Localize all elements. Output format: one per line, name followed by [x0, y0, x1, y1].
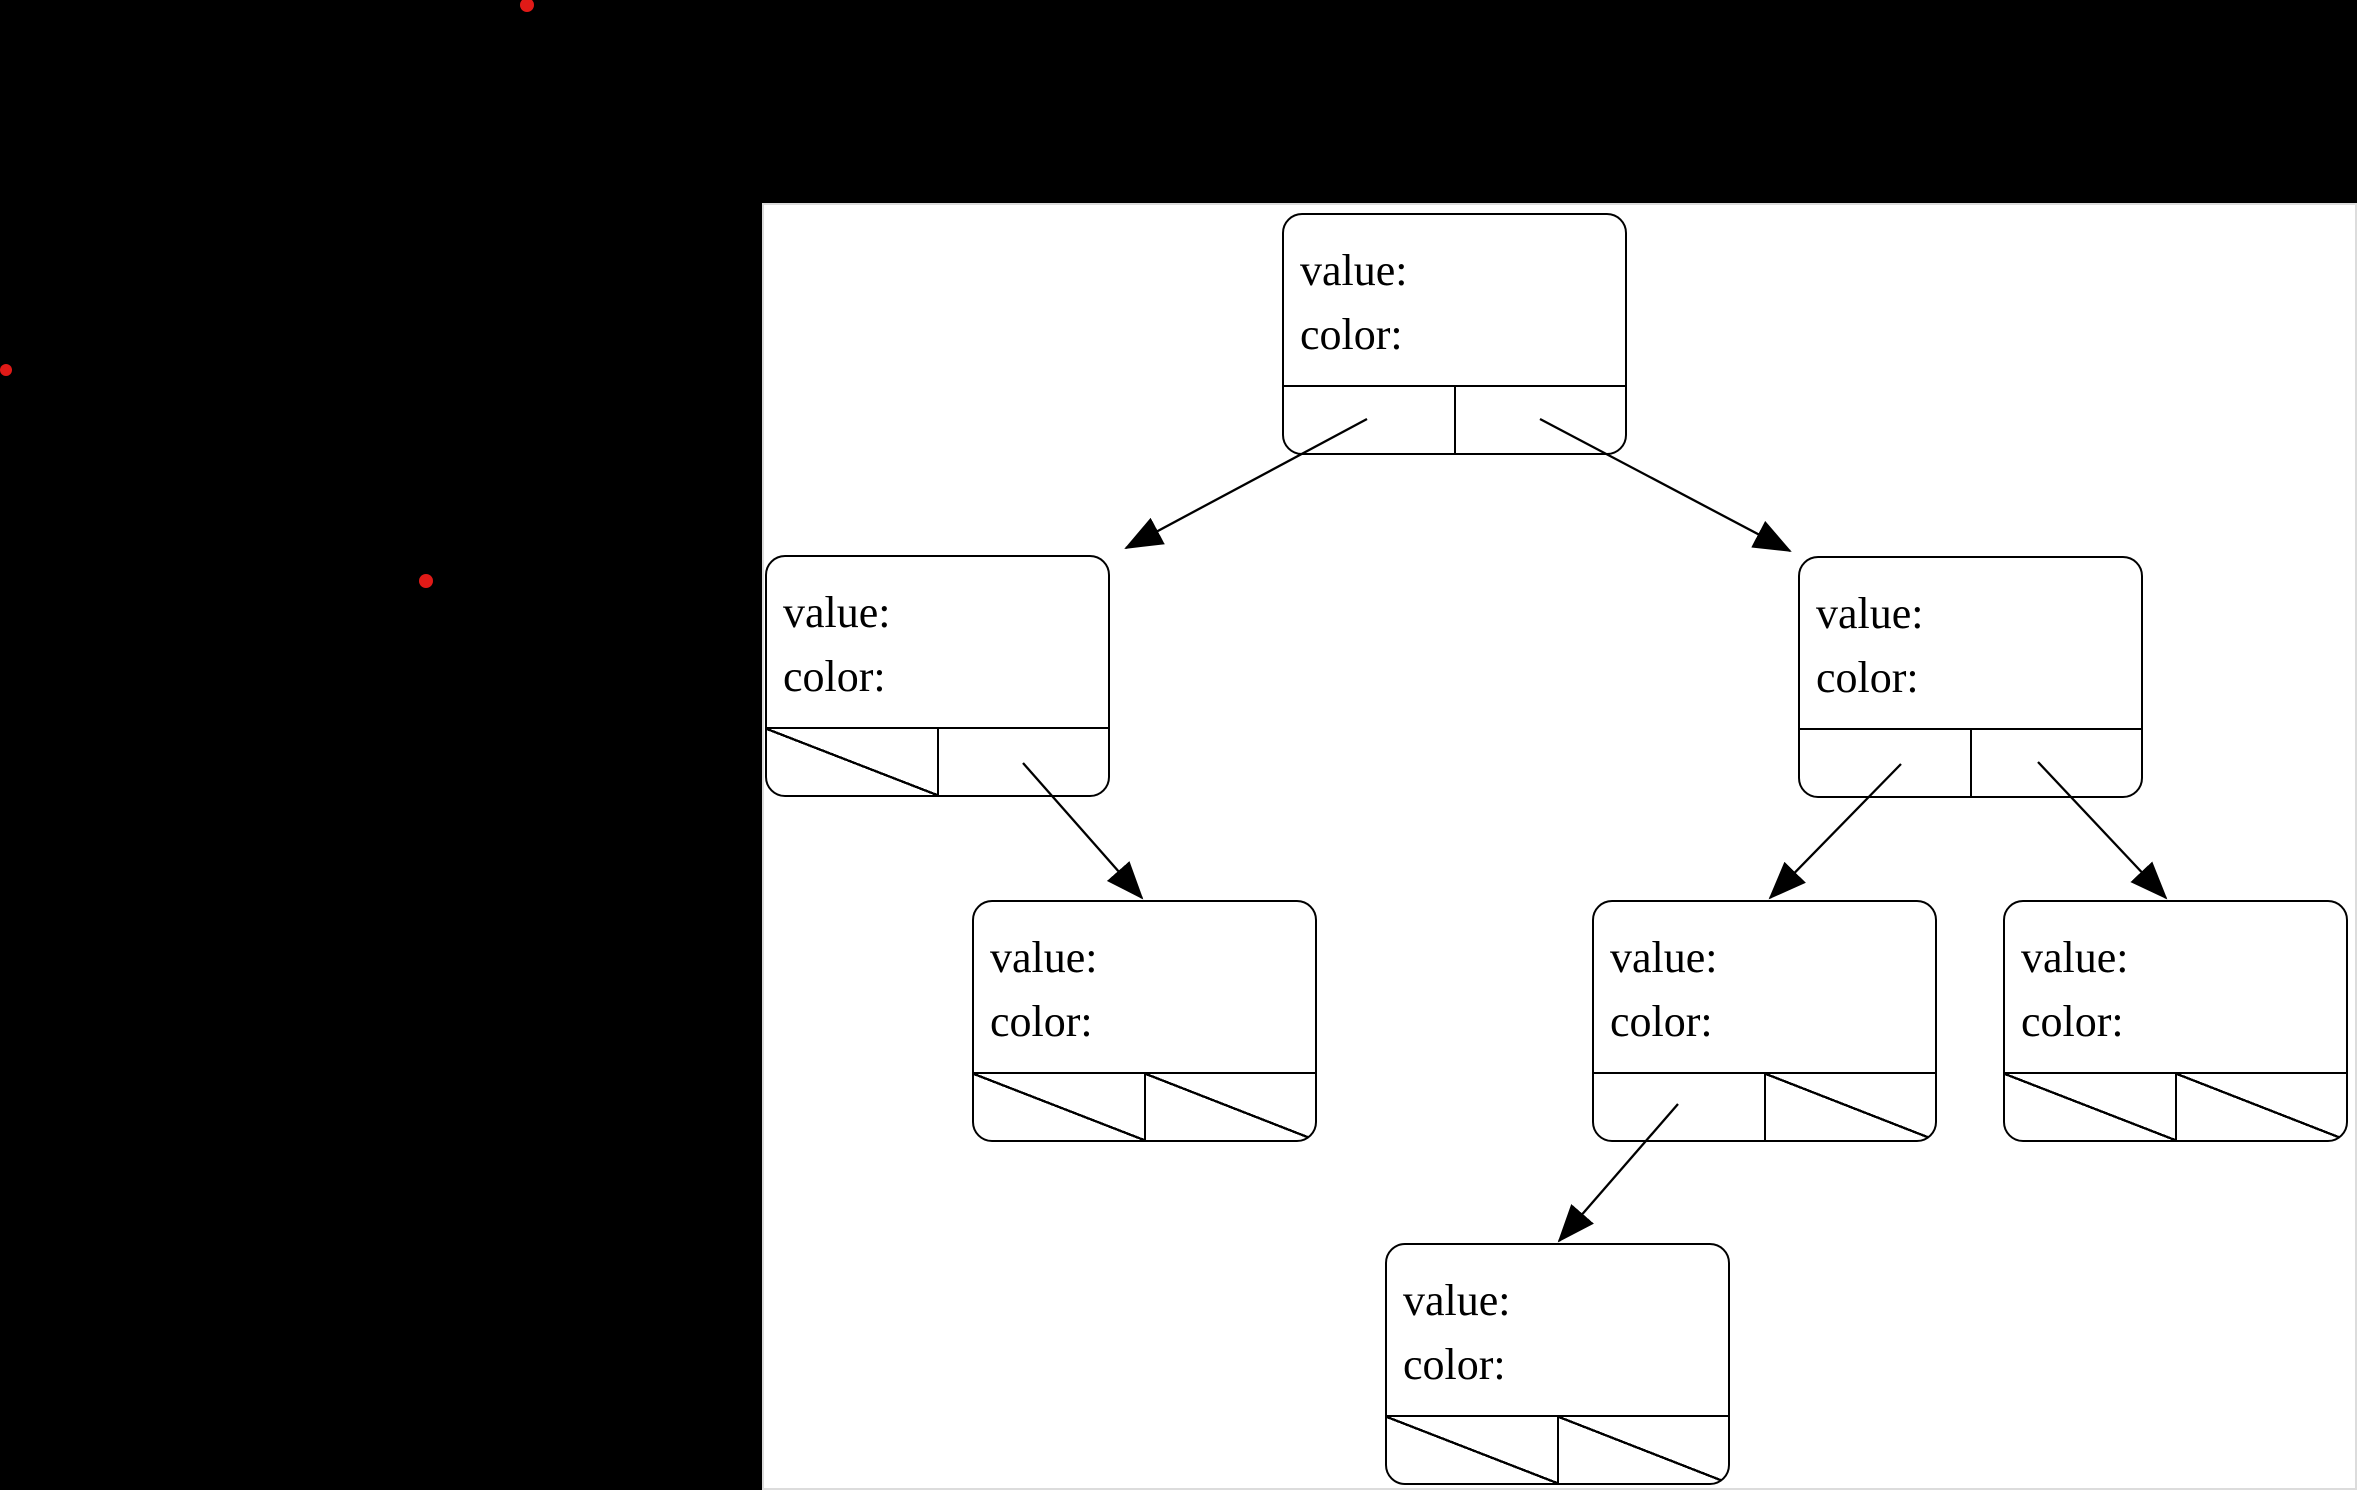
value-label: value:	[990, 933, 1098, 982]
tree-node-right-child: value: color:	[1798, 556, 2143, 798]
node-labels: value: color:	[1284, 215, 1625, 385]
node-labels: value: color:	[1387, 1245, 1728, 1415]
tree-node-great-grandchild: value: color:	[1385, 1243, 1730, 1485]
right-pointer-cell	[1145, 1074, 1316, 1140]
node-labels: value: color:	[767, 557, 1108, 727]
right-pointer-cell	[2176, 1074, 2347, 1140]
pointer-row	[1800, 728, 2141, 796]
right-pointer-cell	[939, 729, 1109, 795]
left-pointer-cell	[1800, 730, 1972, 796]
tree-node-left-child: value: color:	[765, 555, 1110, 797]
color-label: color:	[990, 997, 1093, 1046]
tree-node-root: value: color:	[1282, 213, 1627, 455]
pointer-row	[767, 727, 1108, 795]
color-label: color:	[2021, 997, 2124, 1046]
node-labels: value: color:	[1800, 558, 2141, 728]
pointer-row	[1387, 1415, 1728, 1483]
color-label: color:	[1610, 997, 1713, 1046]
pointer-row	[2005, 1072, 2346, 1140]
value-label: value:	[2021, 933, 2129, 982]
left-pointer-cell	[1284, 387, 1456, 453]
left-pointer-cell	[1387, 1417, 1559, 1483]
value-label: value:	[1300, 246, 1408, 295]
color-label: color:	[1300, 310, 1403, 359]
value-label: value:	[1610, 933, 1718, 982]
left-pointer-cell	[1594, 1074, 1766, 1140]
right-pointer-cell	[1456, 387, 1626, 453]
tree-node-right-left-grandchild: value: color:	[1592, 900, 1937, 1142]
right-pointer-cell	[1972, 730, 2142, 796]
red-marker-dot-top	[520, 0, 534, 12]
value-label: value:	[1403, 1276, 1511, 1325]
tree-node-left-right-grandchild: value: color:	[972, 900, 1317, 1142]
node-labels: value: color:	[2005, 902, 2346, 1072]
right-pointer-cell	[1765, 1074, 1936, 1140]
red-marker-dot-left	[0, 364, 12, 376]
tree-node-right-right-grandchild: value: color:	[2003, 900, 2348, 1142]
node-labels: value: color:	[974, 902, 1315, 1072]
pointer-row	[1284, 385, 1625, 453]
value-label: value:	[1816, 589, 1924, 638]
color-label: color:	[783, 652, 886, 701]
node-labels: value: color:	[1594, 902, 1935, 1072]
left-pointer-cell	[767, 729, 939, 795]
pointer-row	[1594, 1072, 1935, 1140]
color-label: color:	[1816, 653, 1919, 702]
pointer-row	[974, 1072, 1315, 1140]
right-pointer-cell	[1558, 1417, 1729, 1483]
left-pointer-cell	[2005, 1074, 2177, 1140]
color-label: color:	[1403, 1340, 1506, 1389]
value-label: value:	[783, 588, 891, 637]
red-marker-dot-middle	[419, 574, 433, 588]
left-pointer-cell	[974, 1074, 1146, 1140]
